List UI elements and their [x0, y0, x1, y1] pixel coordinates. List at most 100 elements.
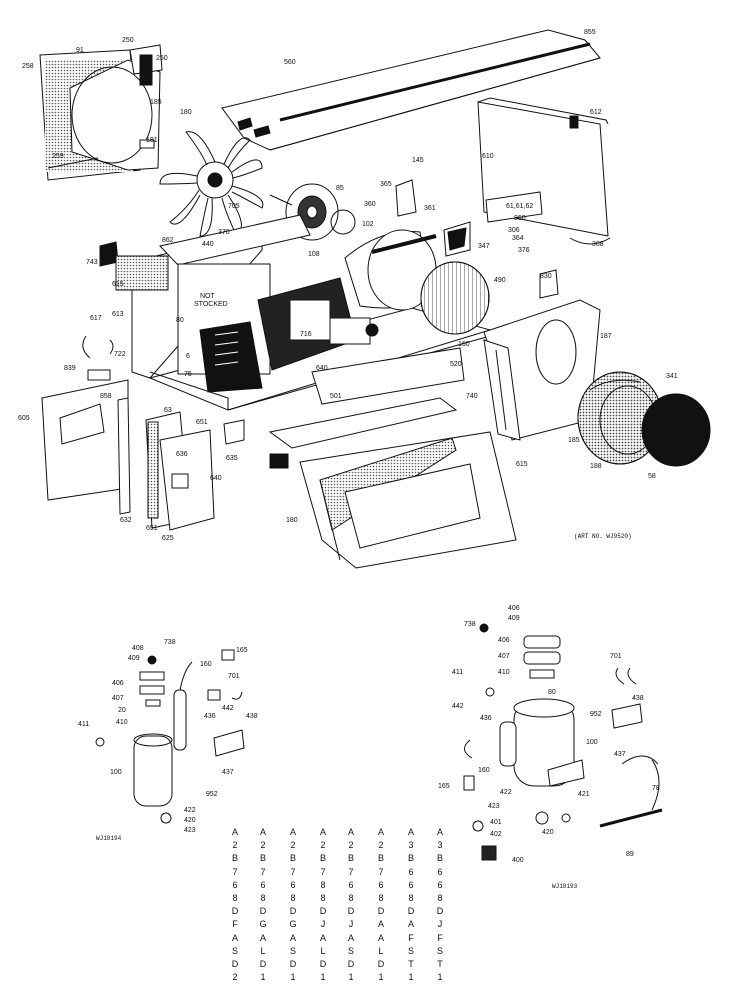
- model-char: 8: [348, 892, 354, 903]
- part-label: 420: [184, 817, 196, 824]
- model-char: L: [260, 945, 266, 956]
- part-label: 411: [452, 669, 463, 676]
- model-char: B: [289, 853, 296, 864]
- model-char: 7: [378, 866, 384, 877]
- filter-and-front-panel: [268, 347, 517, 569]
- part-label: 862: [162, 237, 174, 244]
- part-label: 830: [540, 273, 552, 280]
- model-char: A: [289, 932, 296, 943]
- model-char: 2: [232, 972, 238, 983]
- art-reference: WJ10193: [552, 883, 578, 890]
- art-reference: (ART NO. WJ9520): [574, 533, 632, 540]
- part-label: 615: [112, 281, 124, 288]
- model-char: 8: [320, 879, 326, 890]
- part-label: 858: [100, 393, 112, 400]
- part-label: 520: [450, 361, 462, 368]
- model-char: A: [377, 827, 384, 837]
- model-char: 3: [437, 840, 443, 851]
- model-char: A: [319, 827, 326, 837]
- part-label: 437: [614, 751, 626, 758]
- part-label: 610: [482, 153, 494, 160]
- part-label: 160: [200, 661, 212, 668]
- part-label: 640: [316, 365, 328, 372]
- model-char: A: [377, 919, 384, 930]
- part-label: 651: [146, 525, 158, 532]
- model-char: 1: [378, 972, 384, 983]
- model-char: A: [259, 932, 266, 943]
- part-label: 440: [202, 241, 214, 248]
- part-label: 185: [568, 437, 580, 444]
- model-char: 6: [408, 879, 414, 890]
- part-label: 160: [458, 341, 470, 348]
- part-label: 180: [180, 109, 192, 116]
- part-label: 422: [500, 789, 512, 796]
- part-label: 78: [652, 785, 660, 792]
- model-char: B: [436, 853, 443, 864]
- part-label: 400: [512, 857, 524, 864]
- part-label: 442: [222, 705, 234, 712]
- model-char: S: [347, 945, 354, 956]
- part-label: 6: [186, 353, 190, 360]
- model-char: D: [377, 958, 385, 969]
- model-char: 1: [437, 972, 443, 983]
- part-label: 160: [478, 767, 490, 774]
- part-label: 258: [22, 63, 34, 70]
- part-label: 368: [592, 241, 604, 248]
- part-label: 406: [112, 680, 124, 687]
- part-label: 438: [632, 695, 644, 702]
- model-char: 7: [320, 866, 326, 877]
- model-char: F: [408, 932, 414, 943]
- part-label: 409: [128, 655, 140, 662]
- model-char: 7: [260, 866, 266, 877]
- model-char: 2: [260, 840, 266, 851]
- left-assembly-labels: 408 409 738 165 160 406 407 20 701 442 4…: [78, 639, 258, 842]
- part-label: 438: [246, 713, 258, 720]
- part-label: 436: [480, 715, 492, 722]
- part-label: 442: [452, 703, 464, 710]
- blower-wheel-scroll: [329, 229, 490, 345]
- not-stocked-label: NOT: [200, 293, 216, 300]
- part-label: 61,61,62: [506, 203, 533, 210]
- model-char: 8: [232, 892, 238, 903]
- art-reference: WJ10194: [96, 835, 122, 842]
- part-label: 376: [518, 247, 530, 254]
- model-char: B: [407, 853, 414, 864]
- front-grille-assembly: [39, 44, 163, 181]
- part-label: 89: [626, 851, 634, 858]
- model-char: 8: [408, 892, 414, 903]
- part-label: 738: [464, 621, 476, 628]
- part-label: 420: [542, 829, 554, 836]
- model-char: 6: [232, 879, 238, 890]
- misc-small-parts: [59, 179, 611, 469]
- blower-fan-blade: [159, 131, 264, 237]
- model-char: 7: [290, 866, 296, 877]
- part-label: 560: [284, 59, 296, 66]
- model-char: 1: [408, 972, 414, 983]
- part-label: 423: [488, 803, 500, 810]
- model-char: F: [232, 919, 238, 930]
- part-label: 100: [586, 739, 598, 746]
- part-label: 406: [508, 605, 520, 612]
- part-label: 91: [76, 47, 84, 54]
- part-label: 165: [438, 783, 450, 790]
- model-char: 2: [232, 840, 238, 851]
- part-label: 421: [578, 791, 590, 798]
- model-char: 6: [378, 879, 384, 890]
- part-label: 615: [516, 461, 528, 468]
- model-char: D: [319, 906, 327, 917]
- model-char: S: [407, 945, 414, 956]
- model-char: 2: [378, 840, 384, 851]
- part-label: 490: [494, 277, 506, 284]
- part-label: 855: [584, 29, 596, 36]
- part-label: 701: [228, 673, 240, 680]
- model-char: A: [231, 827, 238, 837]
- model-char: 1: [348, 972, 354, 983]
- model-char: D: [377, 906, 385, 917]
- part-label: 402: [490, 831, 502, 838]
- model-char: 8: [290, 892, 296, 903]
- model-char: D: [319, 958, 327, 969]
- right-compressor-assembly: [463, 623, 663, 861]
- part-label: 635: [226, 455, 238, 462]
- part-label: 740: [466, 393, 478, 400]
